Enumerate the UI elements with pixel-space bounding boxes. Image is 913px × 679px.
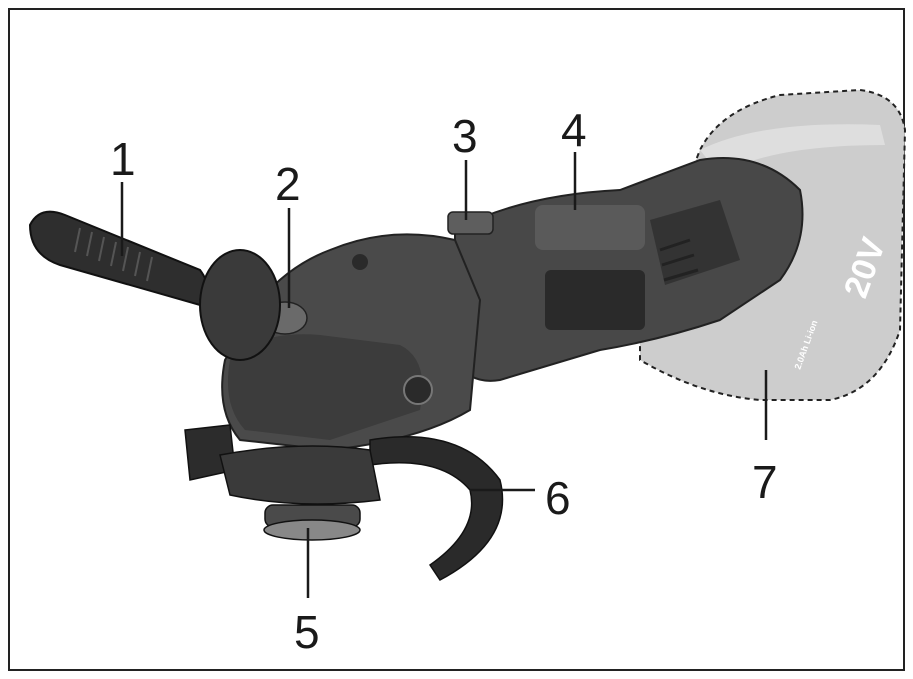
callout-1: 1: [110, 133, 136, 185]
spindle-flange: [263, 504, 361, 541]
wheel-guard: [184, 424, 504, 581]
callout-2: 2: [275, 158, 301, 210]
on-off-switch: [447, 211, 494, 235]
gear-head: [221, 233, 482, 452]
leader-lines: [120, 152, 768, 598]
callout-4: 4: [561, 104, 587, 156]
callout-7: 7: [752, 456, 778, 508]
callout-6: 6: [545, 472, 571, 524]
vent-panel: [545, 270, 645, 330]
callout-3: 3: [452, 110, 478, 162]
callout-5: 5: [294, 606, 320, 658]
motor-housing: [454, 157, 804, 382]
auxiliary-handle: [28, 210, 281, 361]
side-handle-thread-hole: [403, 375, 433, 405]
figure-border: [8, 8, 905, 671]
